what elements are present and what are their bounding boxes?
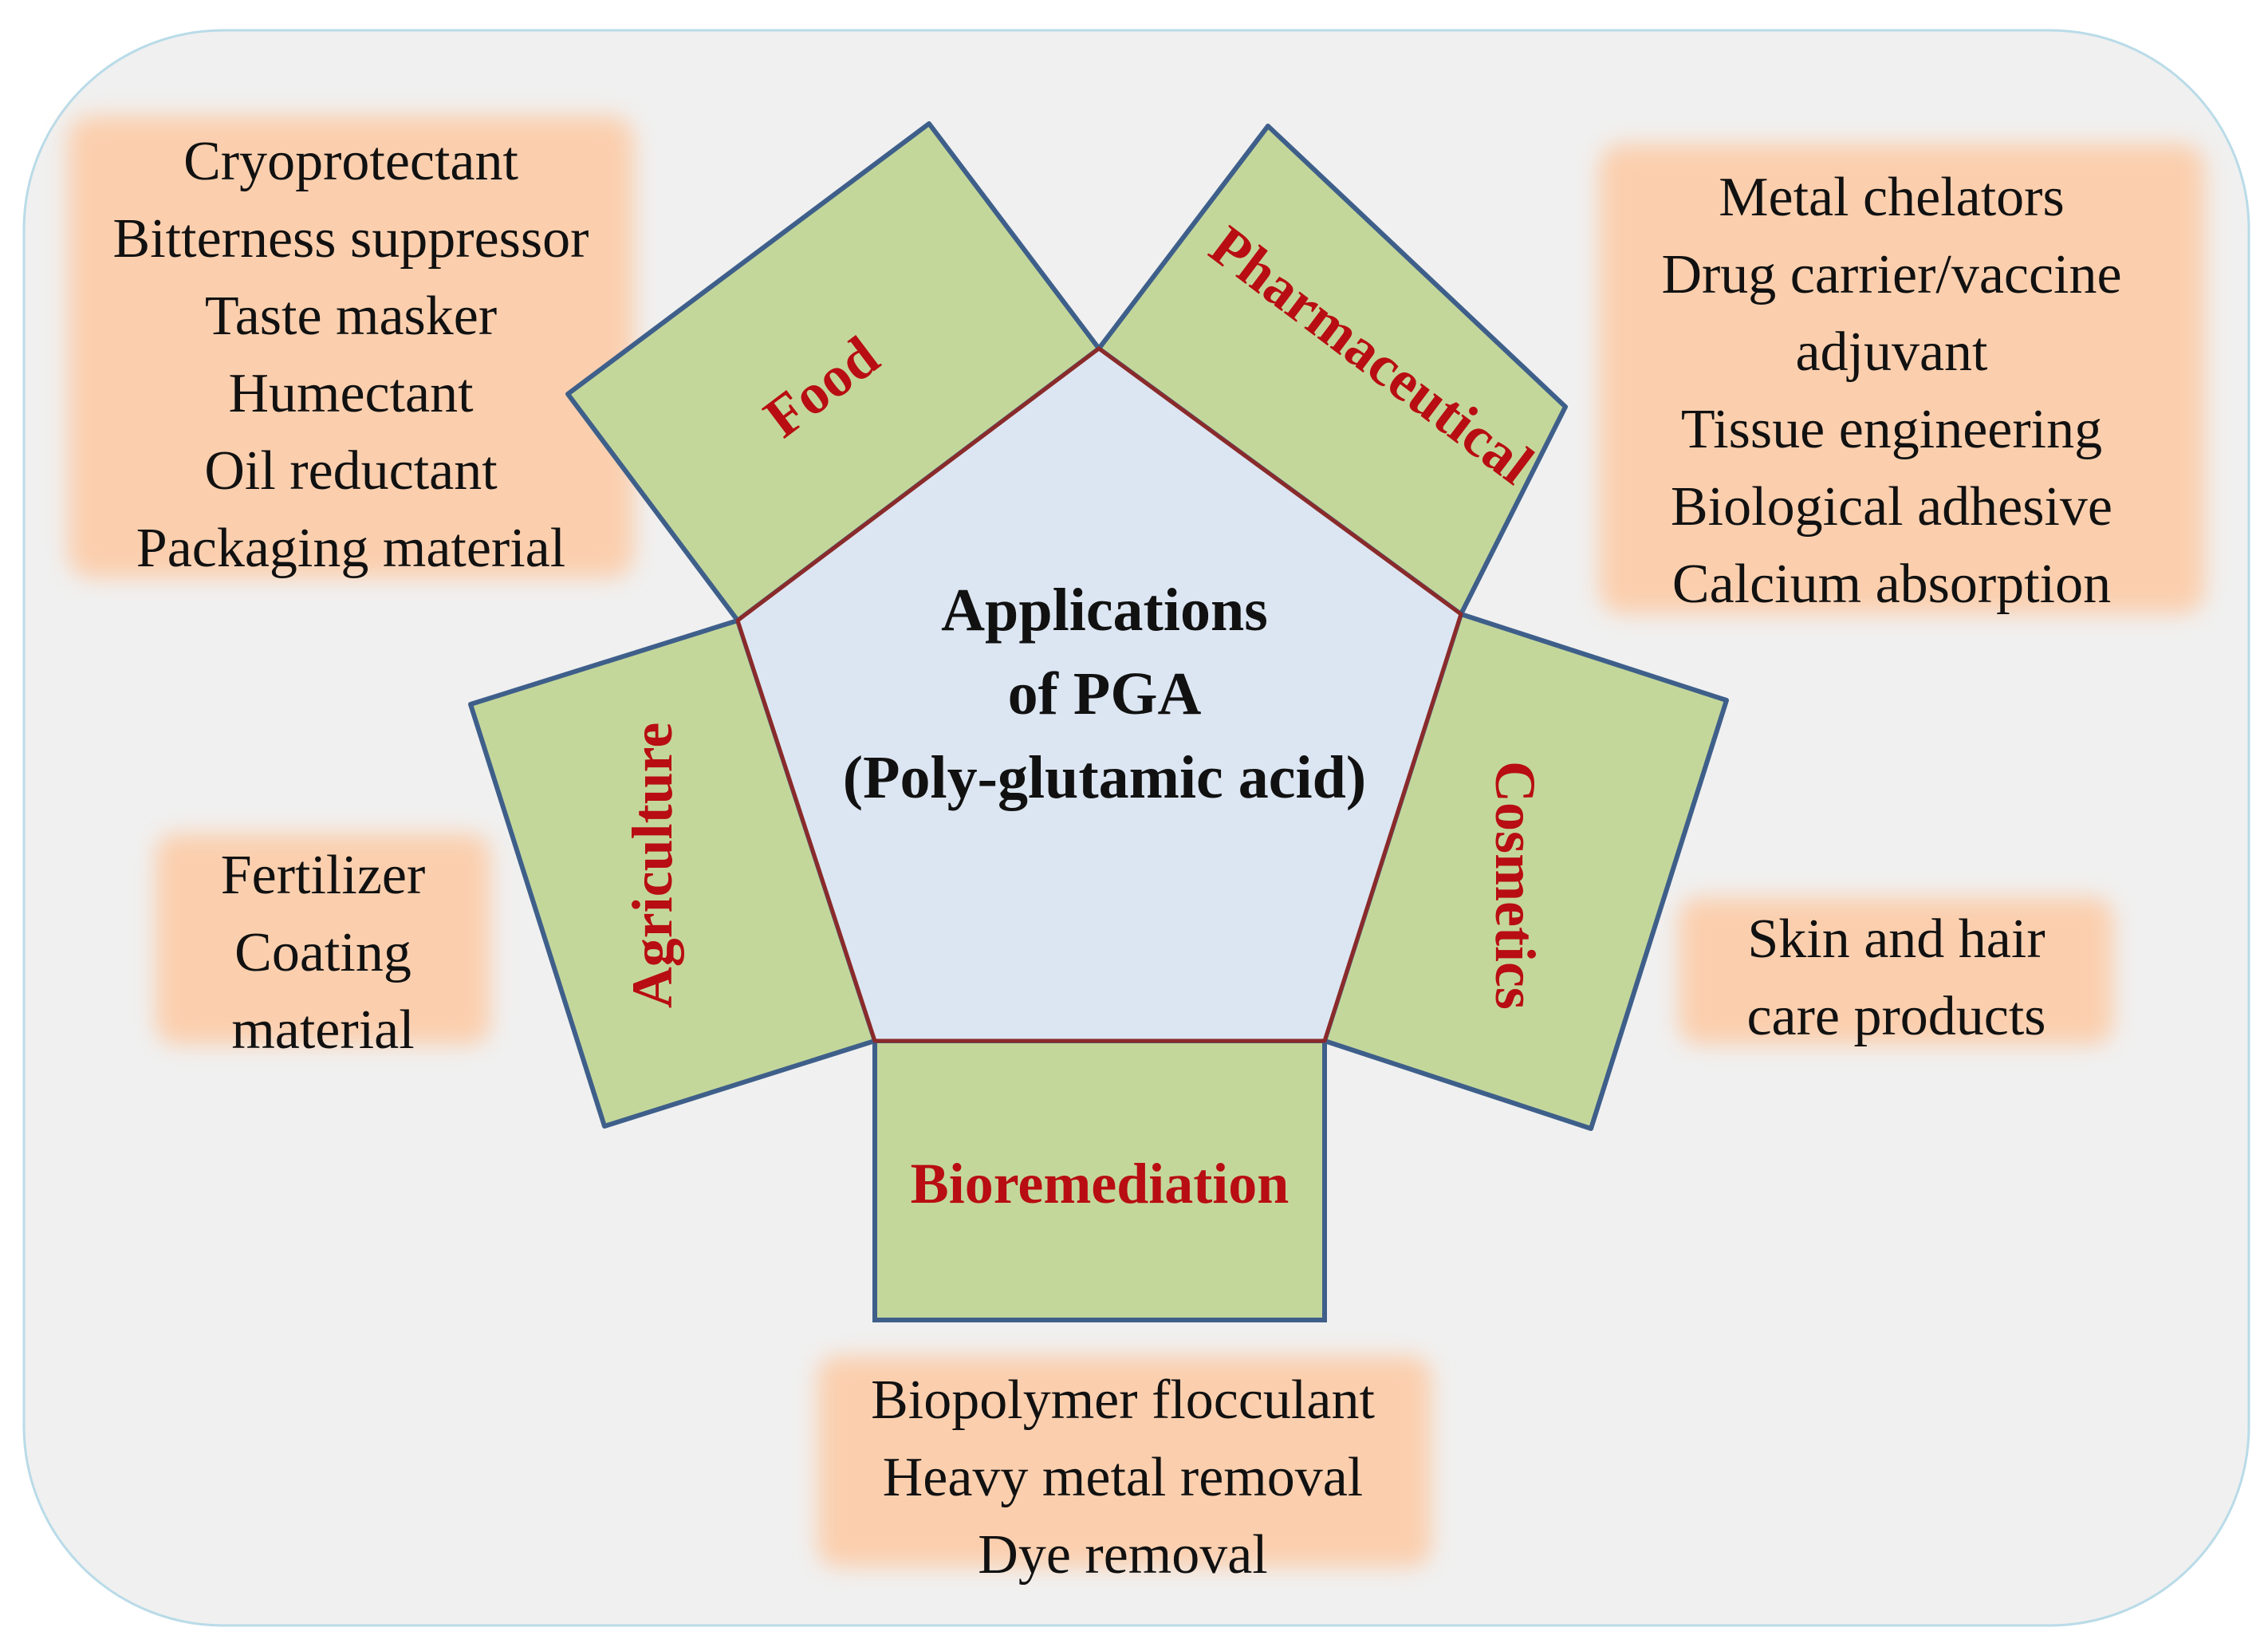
food-application-item: Humectant	[228, 363, 474, 424]
food-application-item: Cryoprotectant	[183, 131, 518, 192]
agriculture-application-item: Coating	[234, 922, 411, 983]
pharmaceutical-application-item: adjuvant	[1795, 321, 1988, 383]
agriculture-application-item: material	[231, 999, 414, 1061]
pharmaceutical-application-item: Tissue engineering	[1681, 399, 2102, 460]
food-application-item: Oil reductant	[204, 440, 498, 502]
bioremediation-application-item: Biopolymer flocculant	[871, 1369, 1375, 1431]
cosmetics-application-item: Skin and hair	[1747, 908, 2045, 970]
pharmaceutical-application-item: Drug carrier/vaccine	[1661, 244, 2121, 305]
center-title-line3: (Poly-glutamic acid)	[843, 744, 1366, 811]
agriculture-applications-box	[156, 833, 490, 1045]
food-application-item: Bitterness suppressor	[113, 208, 589, 270]
center-pentagon	[735, 346, 1463, 1043]
bioremediation-applications-box	[817, 1356, 1431, 1567]
food-applications-box	[68, 116, 634, 578]
cosmetics-application-item: care products	[1746, 986, 2046, 1047]
food-application-item: Taste masker	[205, 286, 497, 347]
bioremediation-application-item: Heavy metal removal	[883, 1447, 1364, 1508]
cosmetics-applications-box	[1679, 897, 2113, 1045]
pharmaceutical-application-item: Calcium absorption	[1672, 554, 2111, 615]
bioremediation-application-item: Dye removal	[978, 1524, 1267, 1586]
pharmaceutical-application-item: Metal chelators	[1719, 167, 2064, 228]
cosmetics-label: Cosmetics	[1483, 761, 1547, 1010]
center-title-line2: of PGA	[1008, 660, 1202, 727]
pharmaceutical-applications-box	[1599, 144, 2205, 614]
pharmaceutical-application-item: Biological adhesive	[1671, 476, 2112, 538]
bioremediation-label: Bioremediation	[911, 1152, 1290, 1216]
agriculture-label: Agriculture	[620, 723, 684, 1009]
center-title-line1: Applications	[941, 577, 1268, 644]
food-application-item: Packaging material	[136, 518, 565, 579]
agriculture-application-item: Fertilizer	[221, 845, 426, 906]
